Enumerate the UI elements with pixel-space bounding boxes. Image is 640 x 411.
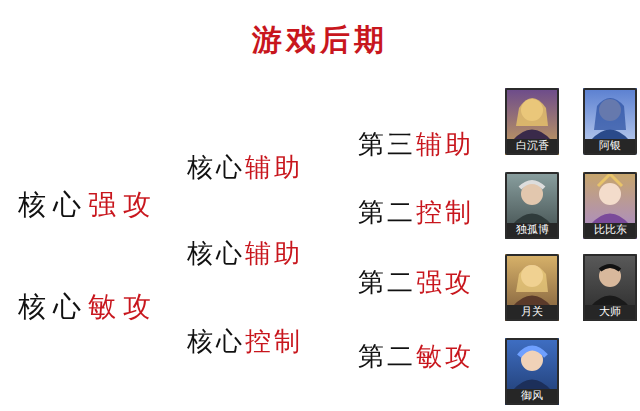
diagram-title: 游戏后期 <box>252 22 388 58</box>
hero-name: 白沉香 <box>507 139 557 153</box>
hero-card: 独孤博 <box>505 172 559 239</box>
hero-card: 大师 <box>583 254 637 321</box>
portrait <box>505 172 559 239</box>
hero-card: 比比东 <box>583 172 637 239</box>
role-label: 核心辅助 <box>187 152 303 183</box>
hero-card: 白沉香 <box>505 88 559 155</box>
hero-card: 阿银 <box>583 88 637 155</box>
portrait <box>583 172 637 239</box>
hero-name: 大师 <box>585 305 635 319</box>
role-label: 第二强攻 <box>358 267 474 298</box>
role-label: 核心敏攻 <box>18 290 158 324</box>
role-label: 核心控制 <box>187 326 303 357</box>
portrait <box>505 88 559 155</box>
hero-name: 独孤博 <box>507 223 557 237</box>
hero-name: 阿银 <box>585 139 635 153</box>
hero-card: 御风 <box>505 338 559 405</box>
hero-card: 月关 <box>505 254 559 321</box>
portrait <box>505 338 559 405</box>
role-label: 第二敏攻 <box>358 341 474 372</box>
role-label: 核心强攻 <box>18 188 158 222</box>
hero-name: 比比东 <box>585 223 635 237</box>
portrait <box>583 88 637 155</box>
role-label: 第三辅助 <box>358 129 474 160</box>
hero-name: 月关 <box>507 305 557 319</box>
role-label: 核心辅助 <box>187 238 303 269</box>
portrait <box>505 254 559 321</box>
portrait <box>583 254 637 321</box>
role-label: 第二控制 <box>358 197 474 228</box>
hero-name: 御风 <box>507 389 557 403</box>
